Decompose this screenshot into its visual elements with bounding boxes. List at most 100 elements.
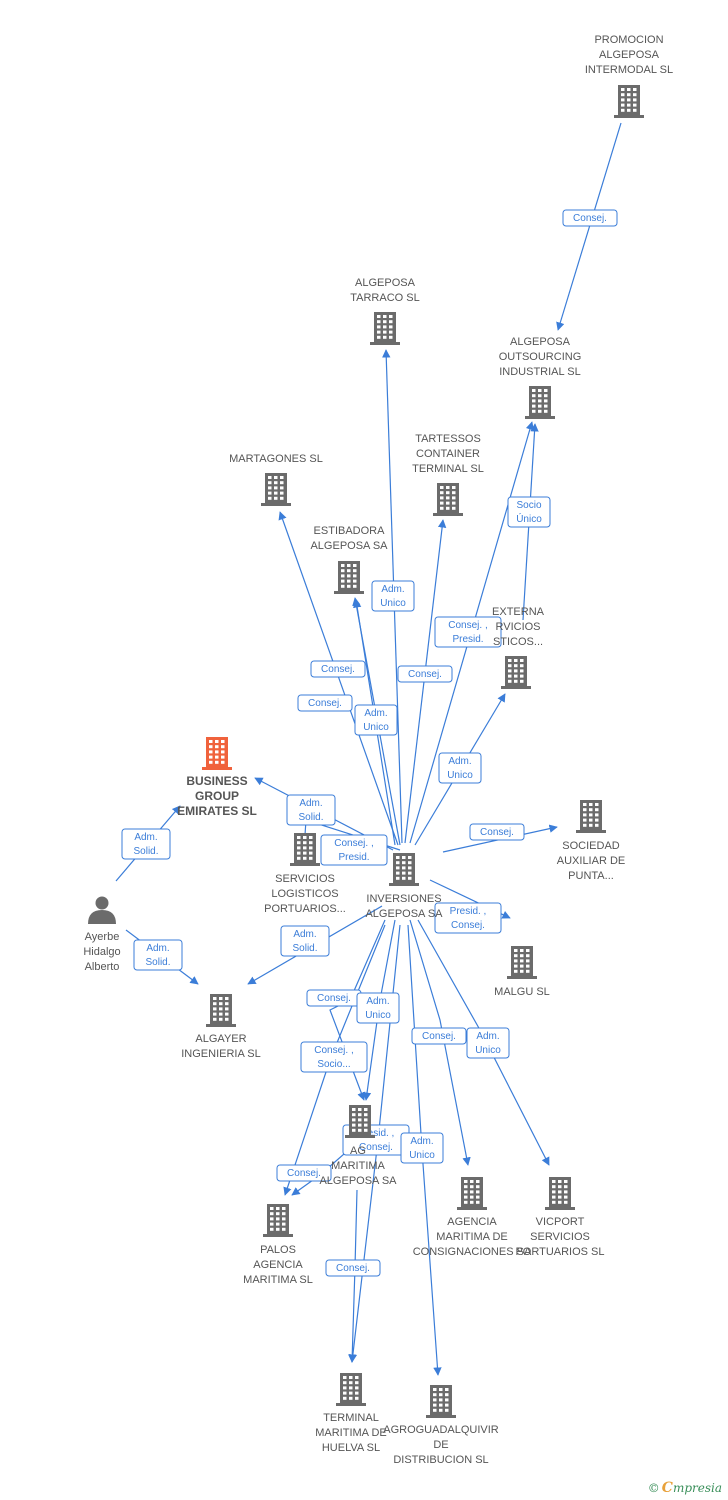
relation-label-text: Único	[516, 512, 542, 525]
relation-label-text: Consej.	[321, 664, 355, 675]
relation-label-text: Unico	[447, 770, 473, 781]
relation-label-box	[276, 1164, 332, 1182]
relation-label[interactable]: Consej.	[297, 694, 353, 712]
node-label: PORTUARIOS SL	[515, 1246, 604, 1258]
node-martagones[interactable]: MARTAGONES SL	[229, 453, 323, 506]
relation-label[interactable]: Consej. ,Socio...	[300, 1041, 368, 1073]
relation-label[interactable]: Adm. Unico	[438, 752, 482, 784]
relation-label[interactable]: Consej.	[306, 989, 362, 1007]
relation-label[interactable]: Adm.Solid.	[121, 828, 171, 860]
relation-label-text: Adm.	[410, 1136, 433, 1147]
empresia-watermark: ©Cmpresia	[648, 1480, 722, 1496]
relation-label-text: Adm.	[448, 756, 471, 767]
node-label: SOCIEDAD	[562, 840, 620, 852]
relation-label[interactable]: Consej.	[397, 665, 453, 683]
relation-label[interactable]: Adm.Unico	[356, 992, 400, 1024]
node-label: INGENIERIA SL	[181, 1048, 260, 1060]
relation-label-text: Adm.	[293, 929, 316, 940]
relation-label[interactable]: Consej.	[469, 823, 525, 841]
node-servicios[interactable]: SERVICIOSLOGISTICOSPORTUARIOS...	[264, 833, 346, 915]
relation-label[interactable]: Consej.	[325, 1259, 381, 1277]
node-label: TARRACO SL	[350, 292, 419, 304]
node-label: Alberto	[85, 961, 120, 973]
building-icon	[345, 1105, 375, 1138]
relation-label-text: Adm.	[299, 798, 322, 809]
node-label: MARITIMA SL	[243, 1274, 313, 1286]
node-externa[interactable]: EXTERNARVICIOSSTICOS...	[492, 606, 545, 689]
node-label: RVICIOS	[495, 621, 540, 633]
building-icon	[614, 85, 644, 118]
node-label: SERVICIOS	[530, 1231, 590, 1243]
relation-label-box	[297, 694, 353, 712]
relation-label-text: Presid. ,	[450, 906, 487, 917]
relation-label-text: Unico	[380, 598, 406, 609]
building-icon	[202, 737, 232, 770]
relation-label[interactable]: Adm.Unico	[354, 704, 398, 736]
relation-label[interactable]: Consej. ,Presid.	[434, 616, 502, 648]
relation-label-box	[325, 1259, 381, 1277]
relation-label-text: Presid. ,	[358, 1128, 395, 1139]
relation-label-box	[562, 209, 618, 227]
node-label: INDUSTRIAL SL	[499, 366, 581, 378]
edges-layer	[115, 122, 622, 1376]
relation-label-box	[434, 902, 502, 934]
relation-label-text: Consej.	[287, 1168, 321, 1179]
relation-label[interactable]: Consej.	[276, 1164, 332, 1182]
relation-label[interactable]: Consej.	[562, 209, 618, 227]
relation-label-text: Consej.	[317, 993, 351, 1004]
relation-label[interactable]: Adm.Solid.	[133, 939, 183, 971]
relation-label[interactable]: Consej.	[310, 660, 366, 678]
building-icon	[389, 853, 419, 886]
relation-label-text: Unico	[363, 722, 389, 733]
node-label: GROUP	[195, 789, 239, 803]
relation-label[interactable]: Adm.Unico	[466, 1027, 510, 1059]
building-icon	[525, 386, 555, 419]
relation-label-text: Presid.	[452, 634, 483, 645]
node-label: CONSIGNACIONES SA	[413, 1246, 532, 1258]
relation-label-box	[466, 1027, 510, 1059]
building-icon	[370, 312, 400, 345]
relation-label[interactable]: Presid. ,Consej.	[434, 902, 502, 934]
relation-label-text: Consej.	[480, 827, 514, 838]
relation-label-text: Consej.	[422, 1031, 456, 1042]
node-label: AGENCIA	[447, 1216, 497, 1228]
node-label: MARITIMA	[331, 1160, 385, 1172]
node-label: ESTIBADORA	[314, 525, 386, 537]
relation-edge-r7	[278, 511, 399, 846]
relation-label-text: Consej.	[308, 698, 342, 709]
node-label: LOGISTICOS	[271, 888, 338, 900]
node-malgu[interactable]: MALGU SL	[494, 946, 550, 998]
building-icon	[501, 656, 531, 689]
relation-label[interactable]: Adm.Solid.	[286, 794, 336, 826]
relation-label-text: Solid.	[292, 943, 317, 954]
building-icon	[576, 800, 606, 833]
relation-label[interactable]: Consej.	[411, 1027, 467, 1045]
node-label: PROMOCION	[594, 34, 663, 46]
relation-label[interactable]: Adm. Solid.	[280, 925, 330, 957]
relation-label[interactable]: Adm.Unico	[371, 580, 415, 612]
relation-label[interactable]: Adm.Unico	[400, 1132, 444, 1164]
relation-label[interactable]: Consej. ,Presid.	[320, 834, 388, 866]
relation-label-box	[320, 834, 388, 866]
node-label: MARITIMA DE	[315, 1427, 387, 1439]
relation-label-box	[507, 496, 551, 528]
node-label: CONTAINER	[416, 448, 480, 460]
